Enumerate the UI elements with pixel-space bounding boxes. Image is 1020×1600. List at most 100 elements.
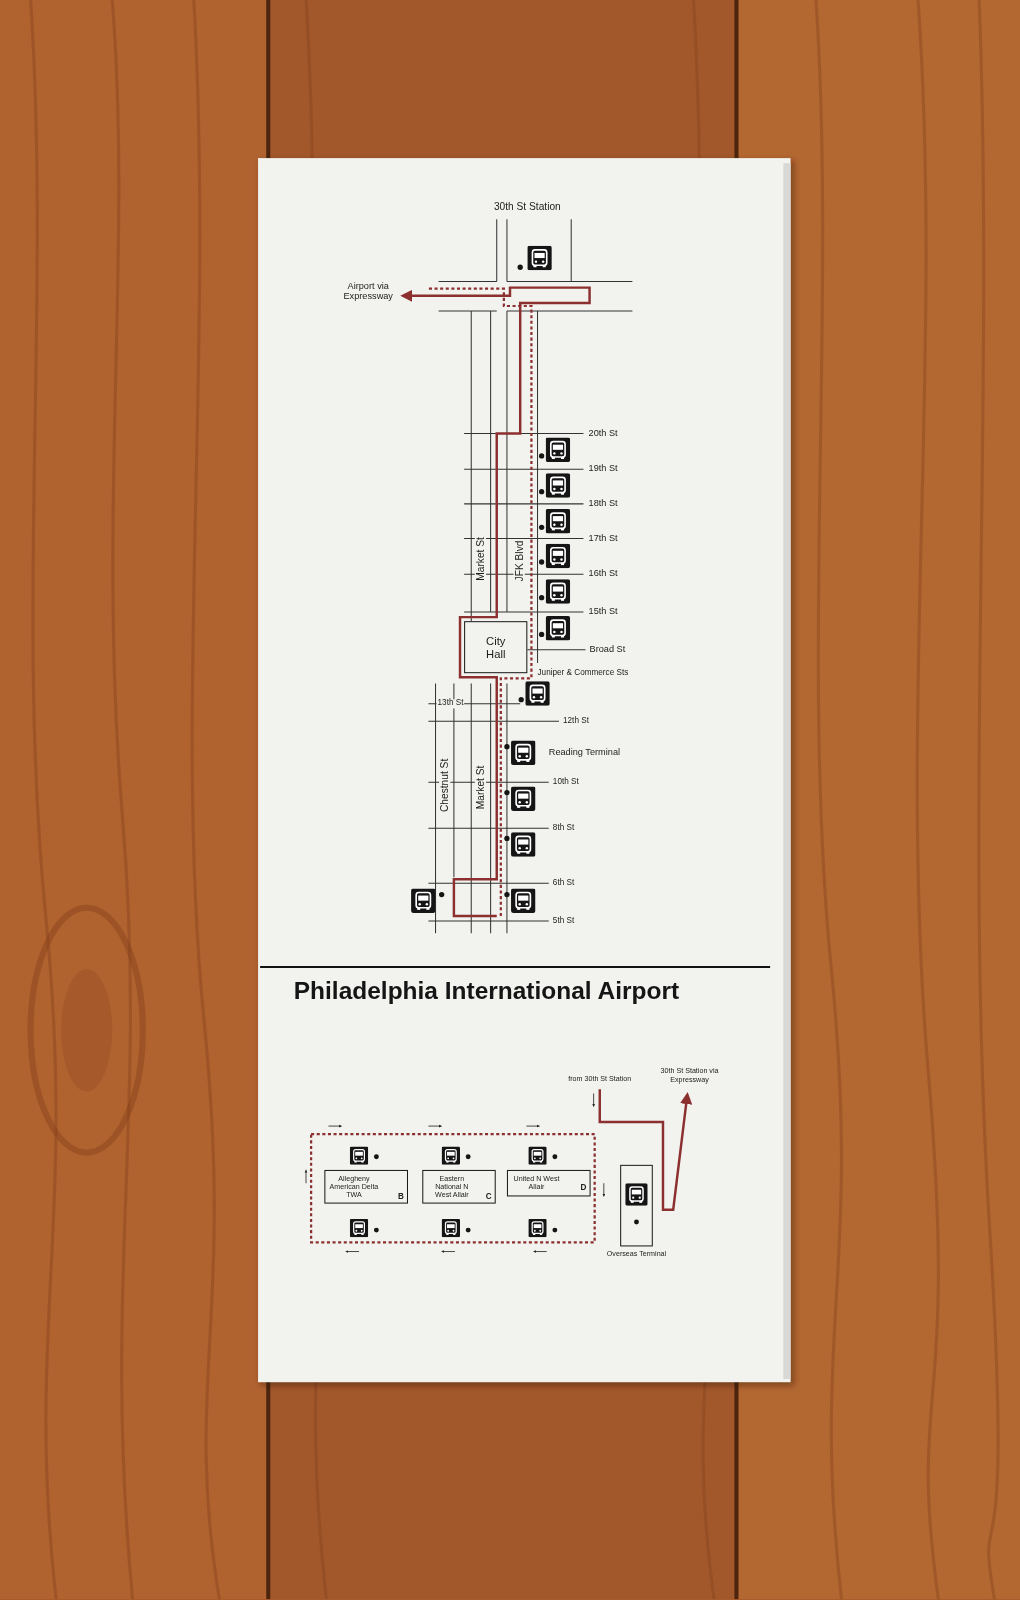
stop-dots [504,836,509,841]
wood-grain [31,0,57,1599]
stop-label: Reading Terminal [548,748,621,758]
box-label: United N West Allair [512,1175,561,1191]
direction-arrows [306,1093,604,1251]
bus-icon [546,579,570,603]
bus-icon [546,544,570,568]
street-label: Chestnut St [439,758,450,813]
section-divider [260,966,770,968]
street-label: 10th St [552,778,580,787]
route-line-dashed [428,289,531,916]
stop-dots [552,1154,557,1159]
box-label: City Hall [478,635,513,660]
street-lines [428,219,632,933]
direction-arrows [593,1093,594,1105]
terminal-letter: C [486,1192,492,1201]
street-label: 16th St [588,569,619,579]
airport-plan [306,1089,686,1251]
route-line [600,1089,687,1209]
street-label: 17th St [588,534,619,544]
stop-dots [552,1228,557,1233]
terminal-box: Allegheny American Delta TWA B [324,1170,408,1204]
bus-icon [528,1146,546,1164]
street-label: 13th St [437,699,465,708]
street-label: Broad St [589,645,627,655]
stop-dots [504,744,509,749]
street-label: Juniper & Commerce Sts [537,669,630,678]
bus-icon [511,786,535,810]
section-title: Philadelphia International Airport [294,977,679,1004]
box-label: Allegheny American Delta TWA [329,1175,378,1199]
bus-icon [350,1219,368,1237]
bus-route [410,288,590,916]
stop-dots [466,1154,471,1159]
bus-icon [511,741,535,765]
wood-knot [31,908,143,1153]
direction-arrows [443,1251,455,1252]
bus-icon [525,681,549,705]
bus-icon [442,1146,460,1164]
street-lines [439,219,633,311]
terminal-letter: D [581,1184,587,1193]
direction-arrows [306,1171,307,1183]
direction-label: from 30th St Station [567,1075,632,1083]
direction-label: 30th St Station via Expressway [650,1067,730,1083]
stop-dots [466,1228,471,1233]
street-label: 5th St [552,917,575,926]
bus-icon [442,1219,460,1237]
terminal-box: Overseas Terminal [620,1165,653,1247]
stop-dots [539,525,544,530]
bus-icon [546,616,570,640]
stop-dots [539,559,544,564]
stop-dots [539,453,544,458]
stop-dots [634,1220,639,1225]
stop-dots [539,632,544,637]
stop-dots [439,892,444,897]
box-label: Overseas Terminal [607,1250,666,1258]
plank [0,0,267,1599]
street-lines [471,311,537,663]
stop-dots [539,595,544,600]
brochure-paper [258,158,790,1382]
box-label: Eastern National N West Allair [427,1175,476,1199]
direction-arrows [603,1183,604,1195]
bus-icon [411,888,435,912]
stop-dots [439,265,544,898]
street-lines [428,704,559,921]
route-line [410,288,590,916]
bus-icon [546,438,570,462]
bus-stops [411,246,570,913]
stop-dots [374,1154,379,1159]
wood-grain [979,0,998,1599]
terminal-box: Eastern National N West AllairC [422,1170,495,1204]
stop-dots [519,697,524,702]
direction-arrows [526,1126,538,1127]
stop-dots [518,265,523,270]
wood-grain [816,0,842,1599]
street-label: Market St [475,765,486,811]
wood-grain [112,0,132,1599]
street-label: 12th St [562,717,590,726]
paper-fold-shadow [783,163,790,1379]
stop-dots [374,1154,639,1232]
bus-icon [625,1183,647,1205]
street-label: 20th St [588,428,619,438]
street-label: 15th St [588,607,619,617]
terminal-letter: B [398,1192,404,1201]
street-label: 8th St [552,824,575,833]
bus-icon [546,473,570,497]
wood-knot [61,969,112,1091]
direction-arrows [428,1126,440,1127]
bus-icon [546,509,570,533]
landmark-box: City Hall [464,621,527,673]
bus-icon [527,246,551,270]
terminal-box: United N West AllairD [507,1170,591,1196]
street-label: 6th St [552,879,575,888]
direction-arrows [534,1251,546,1252]
stop-dots [504,892,509,897]
wood-grain [31,0,998,1599]
wood-grain [917,0,938,1599]
